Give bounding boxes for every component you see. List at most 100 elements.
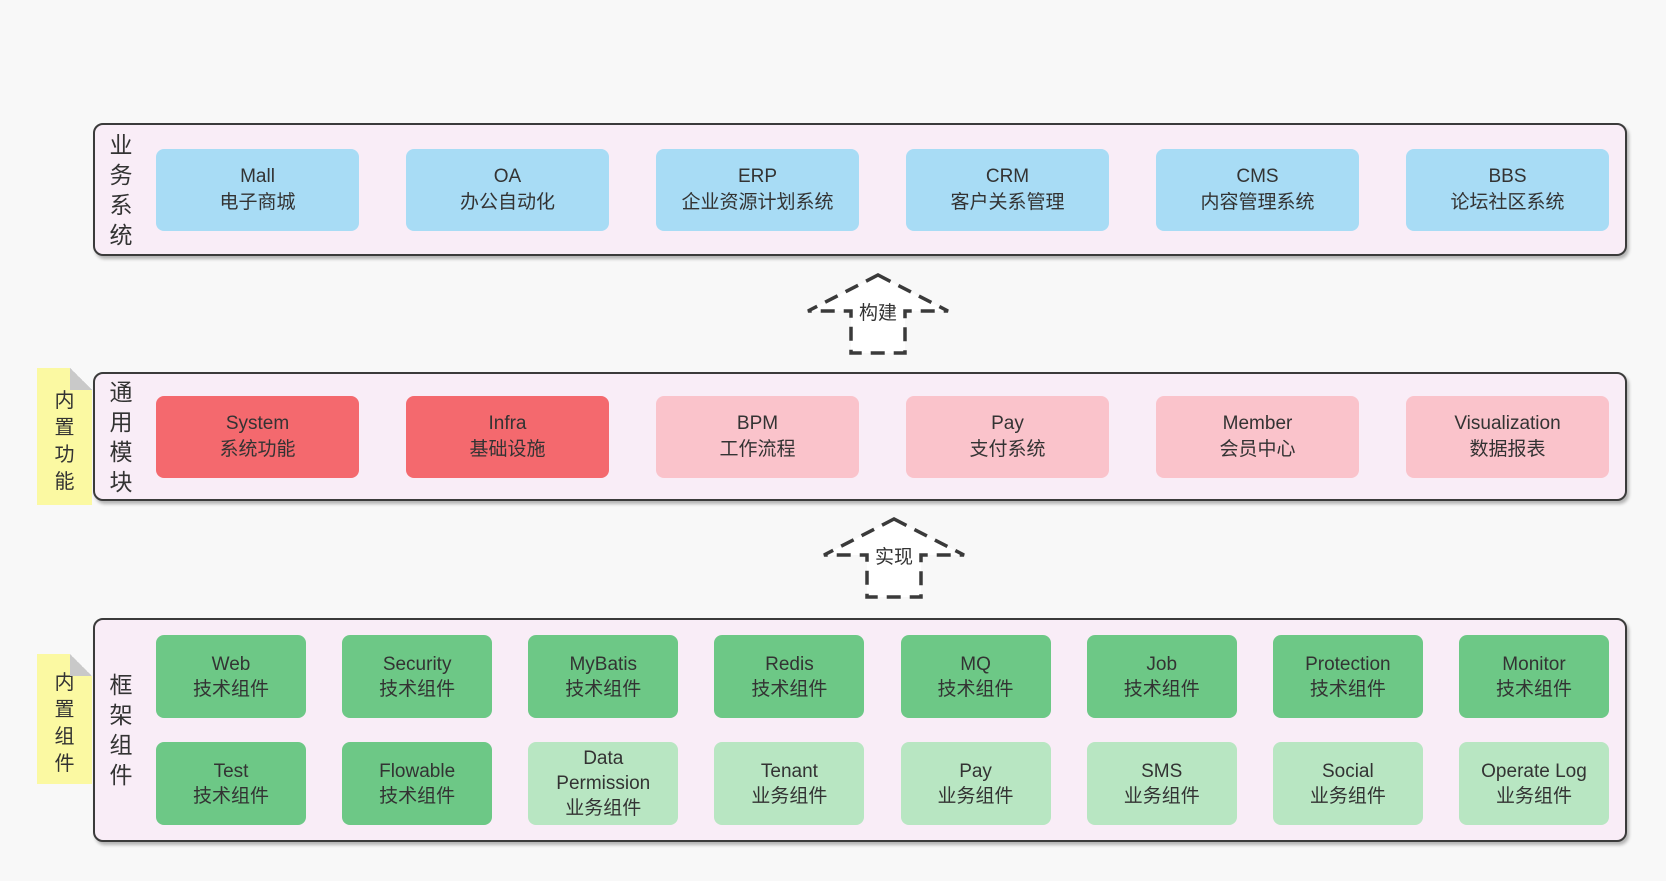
box-name: Mall xyxy=(240,165,275,187)
box-name: System xyxy=(225,412,290,434)
box-name: Pay xyxy=(959,760,992,782)
box-operate-log: Operate Log 业务组件 xyxy=(1458,742,1609,825)
box-mall: Mall 电子商城 xyxy=(156,148,359,231)
sticky-label: 内置功能 xyxy=(54,389,75,493)
box-name: Pay xyxy=(991,412,1024,434)
folded-corner-icon xyxy=(70,654,92,676)
layer-title: 业务系统 xyxy=(109,131,133,248)
box-bpm: BPM 工作流程 xyxy=(656,395,859,478)
box-desc: 论坛社区系统 xyxy=(1450,191,1565,213)
box-web: Web 技术组件 xyxy=(156,635,306,718)
layer-title: 框架组件 xyxy=(109,672,133,788)
box-desc: 办公自动化 xyxy=(459,191,555,213)
box-desc: 企业资源计划系统 xyxy=(681,191,834,213)
box-desc: 技术组件 xyxy=(751,678,828,700)
box-name: CMS xyxy=(1236,165,1279,187)
box-redis: Redis 技术组件 xyxy=(714,635,865,718)
build-arrow: 构建 xyxy=(805,272,951,356)
box-name: Operate Log xyxy=(1481,760,1587,782)
box-desc: 技术组件 xyxy=(937,678,1014,700)
box-oa: OA 办公自动化 xyxy=(406,148,609,231)
box-member: Member 会员中心 xyxy=(1156,395,1359,478)
box-name: Member xyxy=(1222,412,1293,434)
box-desc: 电子商城 xyxy=(219,191,296,213)
box-desc: 业务组件 xyxy=(751,785,828,807)
box-name: Web xyxy=(211,653,251,675)
box-protection: Protection 技术组件 xyxy=(1272,635,1423,718)
box-desc: 技术组件 xyxy=(379,678,456,700)
box-mq: MQ 技术组件 xyxy=(900,635,1051,718)
box-visualization: Visualization 数据报表 xyxy=(1406,395,1609,478)
box-security: Security 技术组件 xyxy=(342,635,493,718)
box-desc: 业务组件 xyxy=(1123,785,1200,807)
box-test: Test 技术组件 xyxy=(156,742,306,825)
box-name: OA xyxy=(493,165,522,187)
box-name: SMS xyxy=(1141,760,1183,782)
box-desc: 技术组件 xyxy=(565,678,642,700)
box-system: System 系统功能 xyxy=(156,395,359,478)
box-name: Visualization xyxy=(1454,412,1561,434)
box-desc: 技术组件 xyxy=(1309,678,1386,700)
box-bbs: BBS 论坛社区系统 xyxy=(1406,148,1609,231)
box-desc: 客户关系管理 xyxy=(950,191,1065,213)
box-name: MyBatis xyxy=(569,653,638,675)
sticky-label: 内置组件 xyxy=(54,672,75,775)
arrow-label: 构建 xyxy=(855,298,901,325)
box-desc: 业务组件 xyxy=(1309,785,1386,807)
box-name: Data Permission xyxy=(556,748,651,794)
box-name: Tenant xyxy=(760,760,818,782)
box-desc: 数据报表 xyxy=(1469,438,1546,460)
box-name: Job xyxy=(1146,653,1178,675)
box-name: BPM xyxy=(736,412,779,434)
box-name: Test xyxy=(213,760,249,782)
box-desc: 技术组件 xyxy=(192,785,269,807)
box-name: Protection xyxy=(1305,653,1391,675)
box-name: Security xyxy=(382,653,452,675)
box-desc: 技术组件 xyxy=(379,785,456,807)
box-desc: 业务组件 xyxy=(937,785,1014,807)
box-name: MQ xyxy=(960,653,991,675)
box-desc: 业务组件 xyxy=(1495,785,1572,807)
box-flowable: Flowable 技术组件 xyxy=(342,742,493,825)
box-name: ERP xyxy=(737,165,778,187)
box-desc: 支付系统 xyxy=(969,438,1046,460)
sticky-note-built-in-components: 内置组件 xyxy=(37,654,92,784)
box-sms: SMS 业务组件 xyxy=(1086,742,1237,825)
box-name: Flowable xyxy=(379,760,456,782)
box-tenant: Tenant 业务组件 xyxy=(714,742,865,825)
box-desc: 基础设施 xyxy=(469,438,546,460)
box-name: CRM xyxy=(985,165,1030,187)
arrow-label: 实现 xyxy=(871,542,917,569)
box-desc: 技术组件 xyxy=(1495,678,1572,700)
box-pay: Pay 业务组件 xyxy=(900,742,1051,825)
box-name: Redis xyxy=(765,653,814,675)
sticky-note-built-in-features: 内置功能 xyxy=(37,368,92,505)
box-desc: 会员中心 xyxy=(1219,438,1296,460)
box-desc: 工作流程 xyxy=(719,438,796,460)
box-pay: Pay 支付系统 xyxy=(906,395,1109,478)
box-desc: 技术组件 xyxy=(1123,678,1200,700)
box-social: Social 业务组件 xyxy=(1272,742,1423,825)
box-desc: 系统功能 xyxy=(219,438,296,460)
layer-title: 通用模块 xyxy=(109,378,133,495)
box-name: Social xyxy=(1321,760,1374,782)
box-desc: 技术组件 xyxy=(192,678,269,700)
box-name: BBS xyxy=(1488,165,1527,187)
box-mybatis: MyBatis 技术组件 xyxy=(528,635,679,718)
folded-corner-icon xyxy=(70,368,92,390)
implement-arrow: 实现 xyxy=(821,516,967,600)
